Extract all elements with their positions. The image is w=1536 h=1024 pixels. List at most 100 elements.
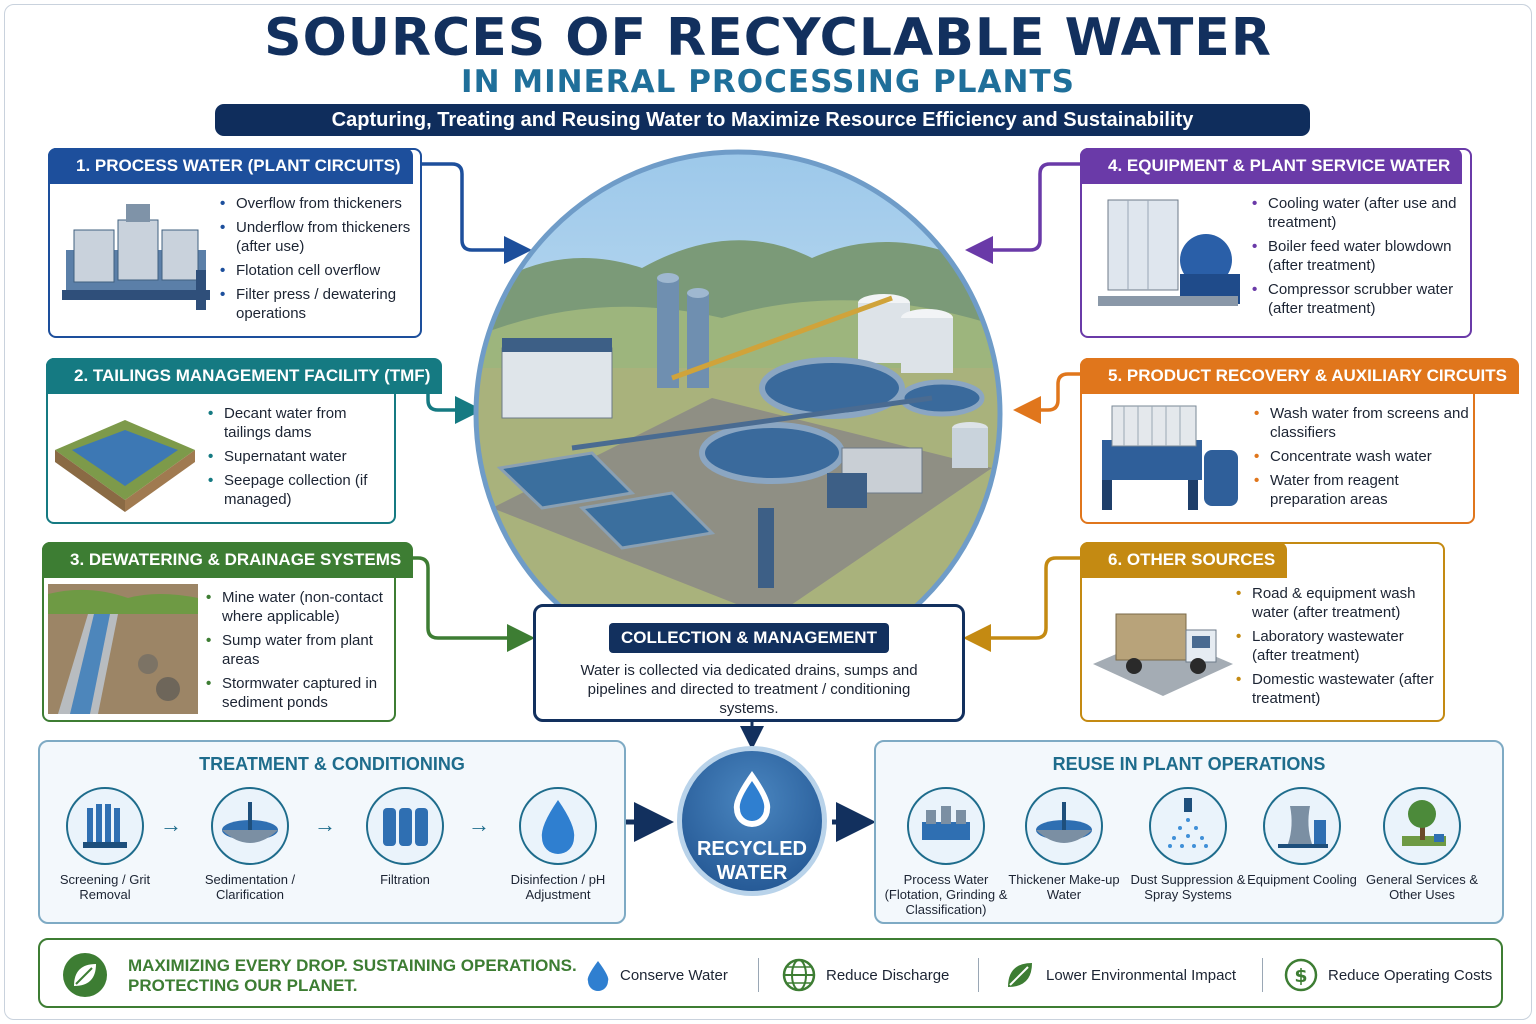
- benefit-label: Conserve Water: [620, 966, 728, 984]
- screening-icon: [66, 787, 144, 865]
- source-3-item: Stormwater captured in sediment ponds: [206, 674, 394, 712]
- source-5-item: Water from reagent preparation areas: [1254, 471, 1472, 509]
- thickener-icon: [1025, 787, 1103, 865]
- source-2-item: Decant water from tailings dams: [208, 404, 394, 442]
- benefit-label: Reduce Discharge: [826, 966, 950, 984]
- collection-heading: COLLECTION & MANAGEMENT: [609, 623, 889, 653]
- source-5-item: Concentrate wash water: [1254, 447, 1472, 466]
- wash-truck-illustration: [1093, 613, 1233, 696]
- collection-management-box: COLLECTION & MANAGEMENT Water is collect…: [533, 604, 965, 722]
- recycled-label-line1: RECYCLED: [696, 838, 807, 860]
- step-arrow-icon: →: [160, 812, 182, 837]
- reuse-item: Dust Suppression & Spray Systems: [1124, 786, 1252, 902]
- process-tanks-illustration: [62, 204, 210, 310]
- source-3-item: Sump water from plant areas: [206, 631, 394, 669]
- collection-description: Water is collected via dedicated drains,…: [580, 662, 918, 717]
- tailings-dam-illustration: [55, 420, 195, 512]
- source-1-item: Filter press / dewatering operations: [220, 285, 420, 323]
- reuse-item: Thickener Make-up Water: [1004, 786, 1124, 902]
- globe-icon: [782, 958, 816, 992]
- svg-text:$: $: [1294, 965, 1307, 987]
- treatment-step-label: Disinfection / pH Adjustment: [510, 872, 606, 902]
- spray-nozzle-icon: [1149, 787, 1227, 865]
- page-title: SOURCES OF RECYCLABLE WATER: [264, 8, 1272, 68]
- cooling-tower-icon: [1263, 787, 1341, 865]
- source-4-item: Cooling water (after use and treatment): [1252, 194, 1470, 232]
- footer-divider: [978, 958, 979, 992]
- step-arrow-icon: →: [314, 812, 336, 837]
- recycled-water-hub: RECYCLED WATER: [677, 746, 827, 896]
- leaf-icon: [1008, 963, 1032, 987]
- slogan-line1: MAXIMIZING EVERY DROP. SUSTAINING OPERAT…: [128, 956, 577, 975]
- source-6-item: Road & equipment wash water (after treat…: [1236, 584, 1442, 622]
- reuse-item: General Services & Other Uses: [1362, 786, 1482, 902]
- reuse-item: Equipment Cooling: [1246, 786, 1358, 887]
- source-process-water: 1. PROCESS WATER (PLANT CIRCUITS) Overfl…: [48, 148, 422, 338]
- treatment-step-label: Sedimentation / Clarification: [204, 872, 296, 902]
- source-dewatering: 3. DEWATERING & DRAINAGE SYSTEMS Mine wa…: [42, 542, 414, 722]
- treatment-step-label: Screening / Grit Removal: [59, 872, 151, 902]
- source-6-item: Domestic wastewater (after treatment): [1236, 670, 1442, 708]
- clarifier-icon: [211, 787, 289, 865]
- source-5-item: Wash water from screens and classifiers: [1254, 404, 1472, 442]
- water-drop-icon: [519, 787, 597, 865]
- treatment-panel: TREATMENT & CONDITIONING Screening / Gri…: [38, 740, 626, 924]
- treatment-step-label: Filtration: [380, 872, 430, 887]
- leaf-icon: [63, 953, 107, 997]
- treatment-step: Screening / Grit Removal: [50, 786, 160, 902]
- benefit-reduce-discharge: Reduce Discharge: [782, 958, 949, 992]
- reuse-item-label: General Services & Other Uses: [1366, 872, 1478, 902]
- source-5-heading: 5. PRODUCT RECOVERY & AUXILIARY CIRCUITS: [1080, 358, 1519, 394]
- plant-illustration: [473, 149, 1003, 679]
- benefit-costs: $ Reduce Operating Costs: [1284, 958, 1492, 992]
- tagline-banner: Capturing, Treating and Reusing Water to…: [215, 104, 1310, 136]
- source-6-item: Laboratory wastewater (after treatment): [1236, 627, 1442, 665]
- source-4-item: Boiler feed water blowdown (after treatm…: [1252, 237, 1470, 275]
- benefits-footer: MAXIMIZING EVERY DROP. SUSTAINING OPERAT…: [38, 938, 1503, 1008]
- benefit-conserve-water: Conserve Water: [586, 958, 728, 992]
- cooling-equipment-illustration: [1098, 199, 1240, 306]
- treatment-step: Disinfection / pH Adjustment: [498, 786, 618, 902]
- source-1-item: Overflow from thickeners: [220, 194, 420, 213]
- source-6-heading: 6. OTHER SOURCES: [1080, 542, 1288, 578]
- source-tailings: 2. TAILINGS MANAGEMENT FACILITY (TMF) De…: [46, 358, 443, 524]
- source-4-heading: 4. EQUIPMENT & PLANT SERVICE WATER: [1080, 148, 1463, 184]
- tree-icon: [1383, 787, 1461, 865]
- source-2-item: Supernatant water: [208, 447, 394, 466]
- benefit-label: Reduce Operating Costs: [1328, 966, 1493, 984]
- dollar-icon: $: [1284, 958, 1318, 992]
- benefit-label: Lower Environmental Impact: [1046, 966, 1237, 984]
- step-arrow-icon: →: [468, 812, 490, 837]
- source-1-heading: 1. PROCESS WATER (PLANT CIRCUITS): [48, 148, 413, 184]
- process-plant-icon: [907, 787, 985, 865]
- source-1-item: Underflow from thickeners (after use): [220, 218, 420, 256]
- infographic-frame: [4, 4, 1532, 1020]
- recycled-label-line2: WATER: [716, 862, 788, 884]
- source-3-heading: 3. DEWATERING & DRAINAGE SYSTEMS: [42, 542, 414, 578]
- source-1-item: Flotation cell overflow: [220, 261, 420, 280]
- slogan-line2: PROTECTING OUR PLANET.: [128, 976, 358, 995]
- source-3-item: Mine water (non-contact where applicable…: [206, 588, 394, 626]
- treatment-step: Filtration: [350, 786, 460, 887]
- footer-divider: [1262, 958, 1263, 992]
- reuse-item: Process Water (Flotation, Grinding & Cla…: [882, 786, 1010, 917]
- source-product-recovery: 5. PRODUCT RECOVERY & AUXILIARY CIRCUITS…: [1080, 358, 1519, 524]
- reuse-item-label: Equipment Cooling: [1247, 872, 1357, 887]
- source-equipment-service: 4. EQUIPMENT & PLANT SERVICE WATER Cooli…: [1080, 148, 1472, 338]
- water-drop-icon: [733, 771, 771, 827]
- filter-press-illustration: [1102, 405, 1238, 510]
- reuse-item-label: Thickener Make-up Water: [1008, 872, 1120, 902]
- treatment-step: Sedimentation / Clarification: [190, 786, 310, 902]
- reuse-item-label: Dust Suppression & Spray Systems: [1130, 872, 1246, 902]
- treatment-heading: TREATMENT & CONDITIONING: [199, 754, 465, 774]
- reuse-heading: REUSE IN PLANT OPERATIONS: [1052, 754, 1326, 774]
- filtration-icon: [366, 787, 444, 865]
- reuse-item-label: Process Water (Flotation, Grinding & Cla…: [884, 872, 1008, 917]
- page-subtitle: IN MINERAL PROCESSING PLANTS: [461, 64, 1075, 100]
- source-2-heading: 2. TAILINGS MANAGEMENT FACILITY (TMF): [46, 358, 443, 394]
- reuse-panel: REUSE IN PLANT OPERATIONS Process Water …: [874, 740, 1504, 924]
- source-2-item: Seepage collection (if managed): [208, 471, 394, 509]
- source-4-item: Compressor scrubber water (after treatme…: [1252, 280, 1470, 318]
- source-other: 6. OTHER SOURCES Road & equipment wash w…: [1080, 542, 1445, 722]
- benefit-environment: Lower Environmental Impact: [1004, 958, 1236, 992]
